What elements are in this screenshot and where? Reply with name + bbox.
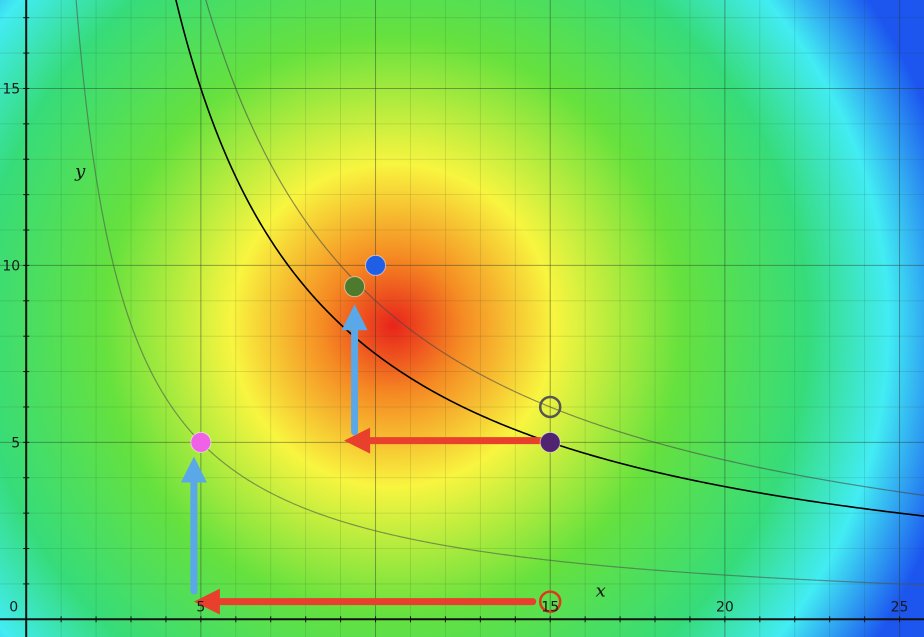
open-point: [538, 590, 562, 613]
arrow-head: [193, 588, 220, 615]
x-axis-label: x: [596, 580, 606, 601]
x-tick-label: 25: [891, 599, 909, 615]
data-point: [539, 431, 561, 453]
y-tick-label: 5: [11, 435, 20, 451]
arrow-head: [341, 304, 368, 331]
y-tick-label: 10: [2, 258, 20, 274]
data-point: [190, 431, 212, 453]
x-tick-label: 20: [716, 599, 734, 615]
open-point: [538, 395, 562, 419]
arrow: [341, 304, 368, 436]
x-tick-label: 0: [9, 599, 18, 615]
tick-labels: 0 5 15 20 25 5 10 15: [2, 81, 908, 615]
arrow-head: [180, 456, 207, 483]
x-tick-label: 15: [541, 599, 559, 615]
arrow: [193, 588, 537, 615]
data-point: [344, 276, 366, 298]
arrow-head: [344, 427, 371, 454]
arrows-layer: [180, 304, 554, 615]
arrow: [180, 456, 207, 595]
curve-line: [205, 0, 924, 496]
arrow: [344, 427, 554, 454]
data-point: [365, 254, 387, 276]
y-tick-label: 15: [2, 81, 20, 97]
curve-line: [75, 0, 924, 586]
x-tick-label: 5: [196, 599, 205, 615]
points-layer: [190, 254, 562, 613]
axis-tick-marks: [23, 17, 901, 623]
y-axis-label: y: [74, 161, 86, 182]
